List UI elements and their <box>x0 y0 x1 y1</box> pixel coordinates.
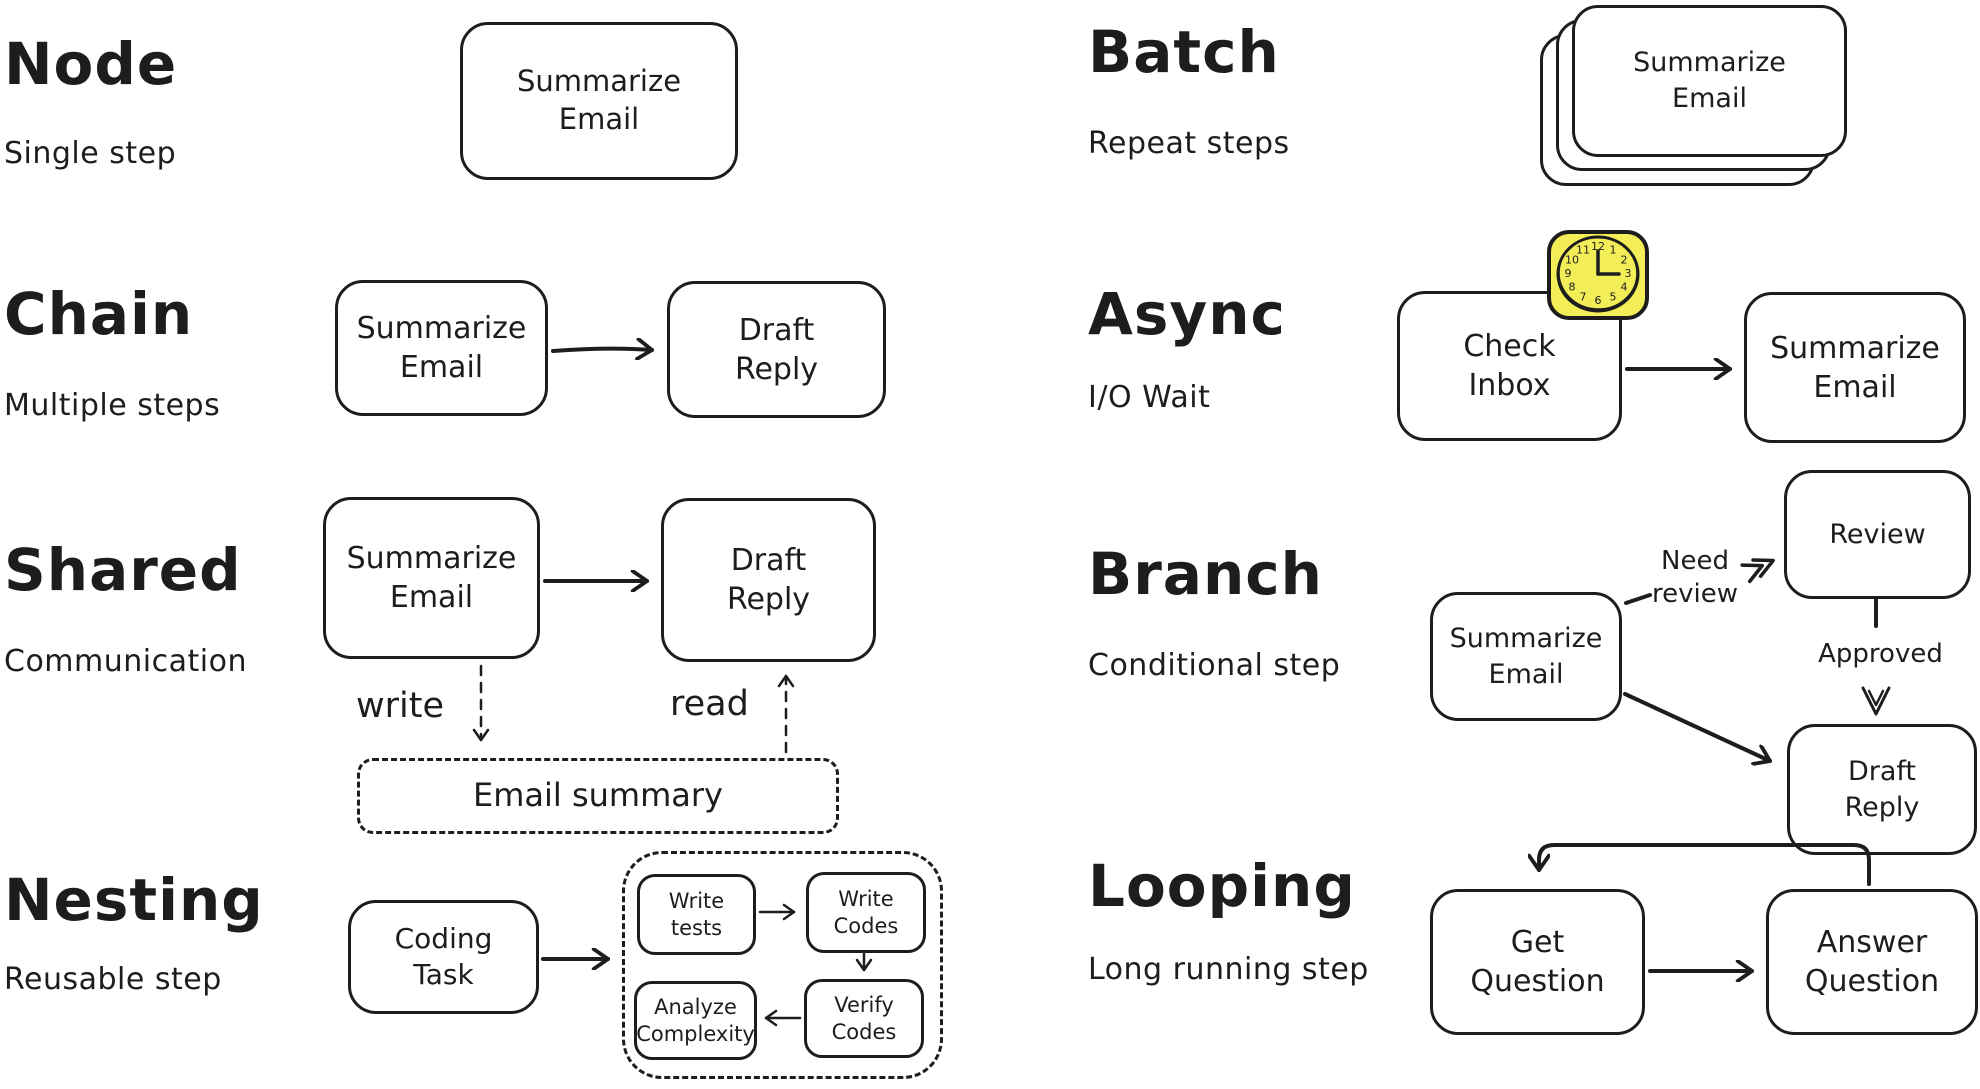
chain-section-subtitle: Multiple steps <box>4 388 221 423</box>
clock-number: 6 <box>1595 294 1602 307</box>
nesting-analyze-complexity-label: Analyze Complexity <box>636 995 755 1046</box>
chain-step2-box: Draft Reply <box>667 281 886 418</box>
chain-step2-label: Draft Reply <box>734 312 819 387</box>
batch-step-label: Summarize Email <box>1633 46 1786 114</box>
async-section-subtitle: I/O Wait <box>1088 380 1211 415</box>
clock-number: 3 <box>1625 267 1632 280</box>
nesting-write-tests-box: Write tests <box>637 874 756 955</box>
clock-number: 9 <box>1565 267 1572 280</box>
shared-section-subtitle: Communication <box>4 644 247 679</box>
chain-section-title: Chain <box>4 280 194 348</box>
nesting-write-tests-label: Write tests <box>668 889 725 940</box>
node-step-box: Summarize Email <box>460 22 738 180</box>
nesting-write-codes-label: Write Codes <box>833 887 899 938</box>
shared-step1-box: Summarize Email <box>323 497 540 659</box>
clock-number: 11 <box>1576 244 1590 257</box>
chain-arrow <box>551 349 654 351</box>
branch-section-title: Branch <box>1088 540 1323 608</box>
async-step2-box: Summarize Email <box>1744 292 1966 443</box>
looping-step2-box: Answer Question <box>1766 889 1978 1035</box>
branch-draft-label: Draft Reply <box>1844 756 1920 823</box>
branch-need-review-chevrons <box>1740 558 1775 584</box>
nesting-verify-codes-box: Verify Codes <box>804 979 924 1058</box>
nesting-section-subtitle: Reusable step <box>4 962 222 997</box>
shared-step2-label: Draft Reply <box>726 543 811 617</box>
clock-number: 8 <box>1569 281 1576 294</box>
looping-step1-label: Get Question <box>1470 925 1605 999</box>
node-step-label: Summarize Email <box>516 64 682 136</box>
clock-number: 4 <box>1621 281 1628 294</box>
chain-step1-box: Summarize Email <box>335 280 548 416</box>
clock-number: 5 <box>1610 290 1617 303</box>
clock-number: 10 <box>1565 254 1579 267</box>
batch-section-subtitle: Repeat steps <box>1088 126 1290 161</box>
branch-source-box: Summarize Email <box>1430 592 1622 721</box>
clock-number: 1 <box>1610 244 1617 257</box>
branch-review-label: Review <box>1829 518 1926 550</box>
branch-review-box: Review <box>1784 470 1971 599</box>
async-step1-label: Check Inbox <box>1463 329 1556 403</box>
nesting-write-codes-box: Write Codes <box>806 872 926 953</box>
shared-step2-box: Draft Reply <box>661 498 876 662</box>
shared-step1-label: Summarize Email <box>346 541 517 615</box>
shared-write-label: write <box>356 686 444 726</box>
branch-approved-arrowhead-inner <box>1867 689 1885 707</box>
async-section-title: Async <box>1088 280 1286 348</box>
looping-section-subtitle: Long running step <box>1088 952 1369 987</box>
looping-step1-box: Get Question <box>1430 889 1645 1035</box>
node-section-title: Node <box>4 30 178 98</box>
async-step2-label: Summarize Email <box>1770 330 1940 405</box>
branch-draft-box: Draft Reply <box>1787 724 1977 855</box>
shared-read-label: read <box>670 684 749 724</box>
nesting-outer-box: Coding Task <box>348 900 539 1014</box>
branch-section-subtitle: Conditional step <box>1088 648 1341 683</box>
batch-card-front: Summarize Email <box>1572 5 1847 157</box>
nesting-outer-label: Coding Task <box>394 921 493 991</box>
shared-section-title: Shared <box>4 536 242 604</box>
shared-store-label: Email summary <box>473 776 723 815</box>
branch-source-label: Summarize Email <box>1449 623 1603 690</box>
looping-section-title: Looping <box>1088 852 1356 920</box>
branch-approved-arrowhead-outer <box>1861 686 1891 716</box>
branch-approved-label: Approved <box>1818 639 1943 669</box>
async-step1-box: Check Inbox <box>1397 291 1622 441</box>
clock-number: 2 <box>1621 254 1628 267</box>
branch-need-review-label: Need review <box>1652 546 1738 609</box>
looping-step2-label: Answer Question <box>1804 925 1940 999</box>
shared-store-box: Email summary <box>357 758 839 834</box>
node-section-subtitle: Single step <box>4 136 177 171</box>
clock-number: 7 <box>1580 290 1587 303</box>
batch-section-title: Batch <box>1088 18 1280 86</box>
nesting-flow-container <box>622 851 943 1079</box>
nesting-analyze-complexity-box: Analyze Complexity <box>634 981 757 1060</box>
clock-number: 12 <box>1591 240 1605 253</box>
chain-step1-label: Summarize Email <box>356 311 527 385</box>
nesting-verify-codes-label: Verify Codes <box>831 993 897 1044</box>
nesting-section-title: Nesting <box>4 866 264 934</box>
branch-direct-arrow <box>1623 692 1772 761</box>
